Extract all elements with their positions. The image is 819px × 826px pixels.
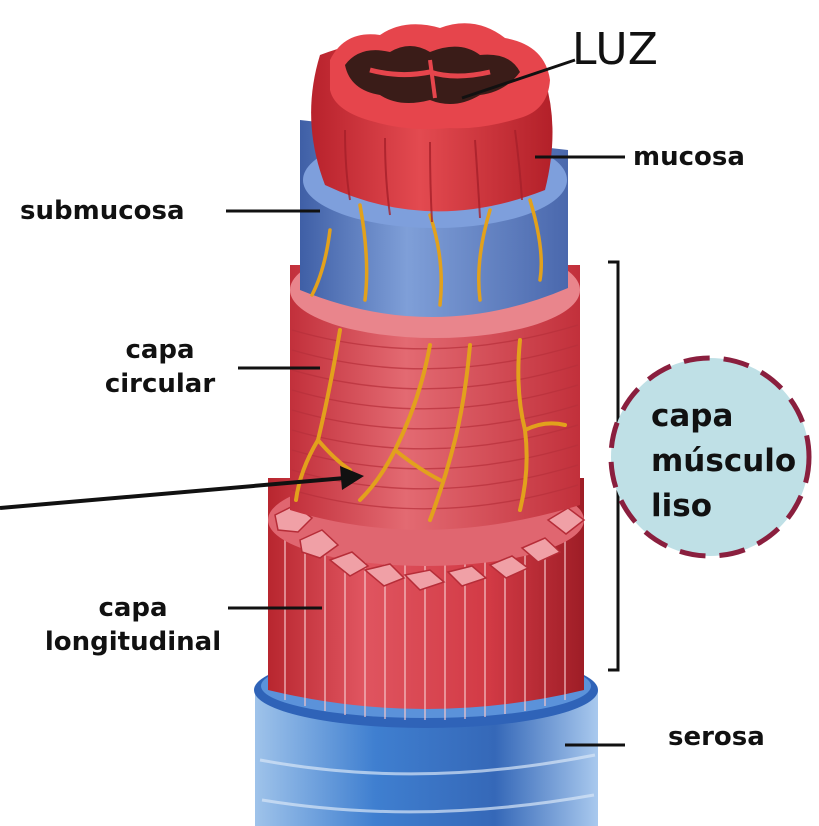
label-submucosa: submucosa <box>20 194 185 228</box>
label-capa-circular-line1: capa <box>80 333 240 367</box>
mucosa-layer <box>311 23 552 222</box>
label-capa-circular: capa circular <box>80 333 240 401</box>
label-mucosa: mucosa <box>633 140 745 174</box>
label-luz: LUZ <box>572 26 659 74</box>
label-capa-musculo-liso: capa músculo liso <box>651 394 796 529</box>
label-musculo-line3: liso <box>651 484 796 529</box>
label-musculo-line1: capa <box>651 394 796 439</box>
label-capa-longitudinal-line2: longitudinal <box>28 625 238 659</box>
label-capa-circular-line2: circular <box>80 367 240 401</box>
label-capa-longitudinal-line1: capa <box>28 591 238 625</box>
label-capa-longitudinal: capa longitudinal <box>28 591 238 659</box>
label-musculo-line2: músculo <box>651 439 796 484</box>
label-serosa: serosa <box>668 720 765 754</box>
